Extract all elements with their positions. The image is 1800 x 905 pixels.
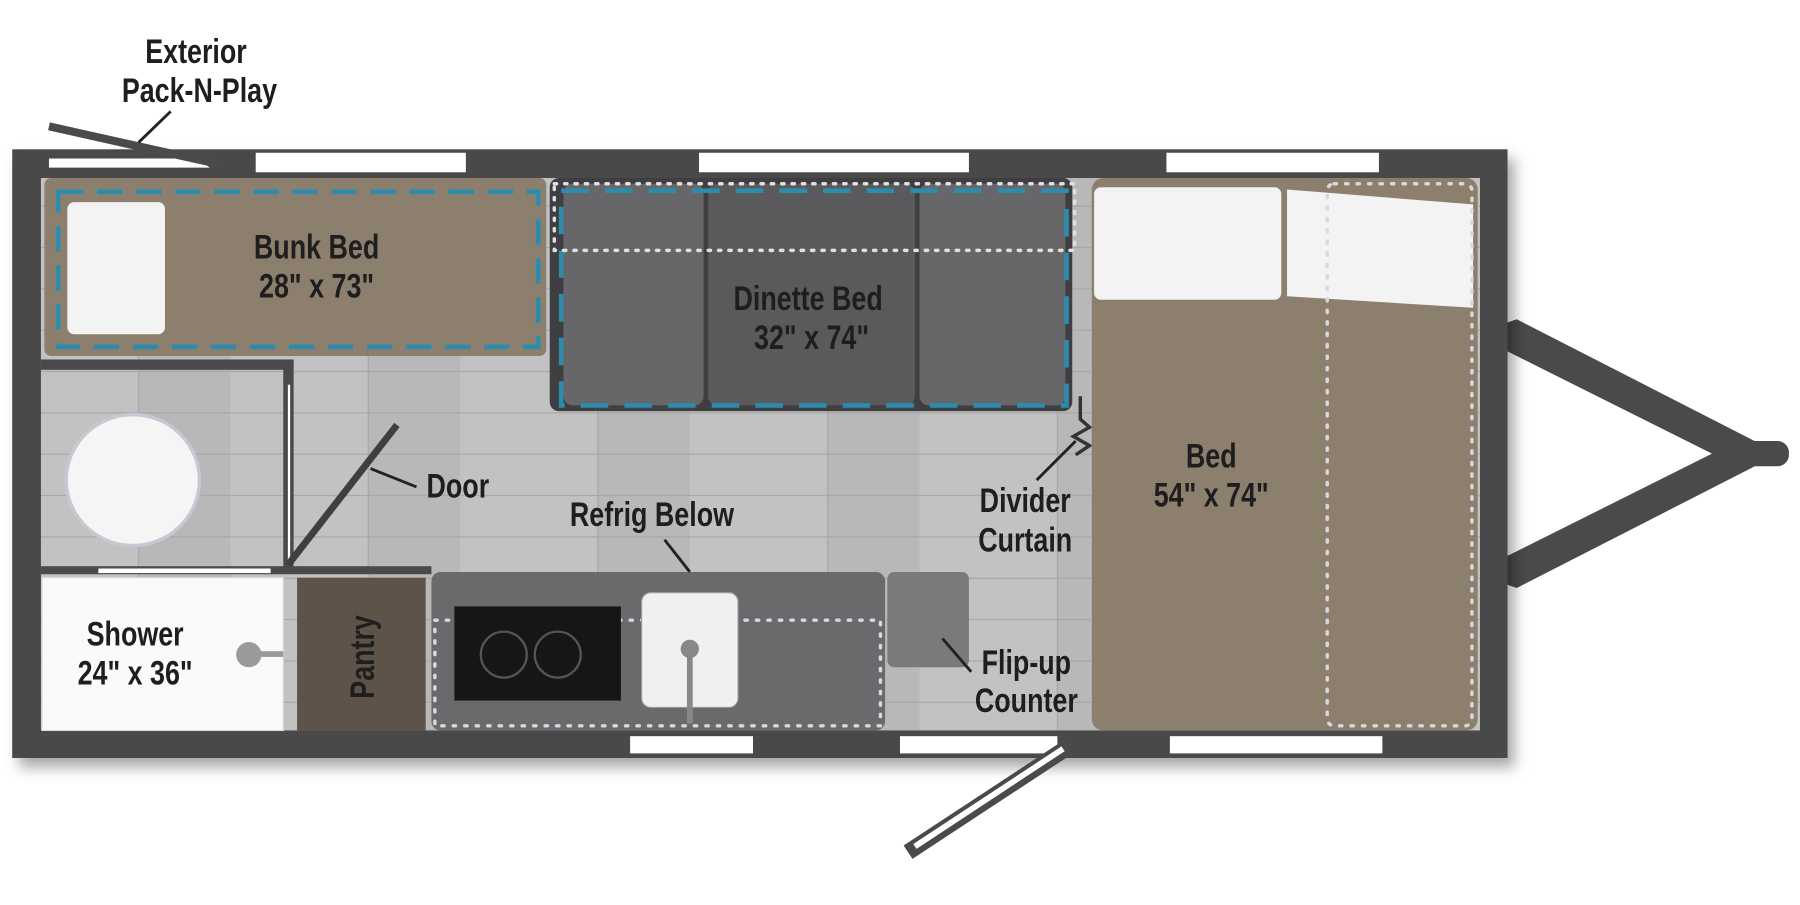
label-counter: Counter bbox=[975, 681, 1078, 720]
exterior-hatch bbox=[48, 122, 220, 169]
label-dinette-bed: Dinette Bed bbox=[734, 279, 883, 318]
galley-counter bbox=[431, 571, 886, 731]
pillow bbox=[67, 202, 165, 335]
sink-icon bbox=[641, 592, 739, 724]
toilet-icon bbox=[64, 412, 202, 548]
bunk-bed bbox=[44, 178, 547, 357]
label-curtain: Curtain bbox=[978, 520, 1072, 559]
label-shower-size: 24" x 36" bbox=[78, 653, 193, 692]
label-shower: Shower bbox=[87, 614, 184, 653]
cooktop-icon bbox=[454, 606, 621, 701]
queen-bed bbox=[1091, 178, 1478, 731]
label-exterior: Exterior bbox=[145, 32, 246, 71]
dinette bbox=[549, 178, 1077, 412]
pantry bbox=[297, 577, 426, 731]
label-bed: Bed bbox=[1186, 436, 1237, 475]
label-bed-size: 54" x 74" bbox=[1154, 475, 1269, 514]
label-door: Door bbox=[427, 466, 490, 505]
leader-lines bbox=[137, 110, 1077, 673]
label-bunk-bed: Bunk Bed bbox=[254, 227, 379, 266]
label-flip-up: Flip-up bbox=[982, 643, 1071, 682]
entry-door bbox=[903, 739, 1074, 859]
label-bunk-size: 28" x 73" bbox=[259, 266, 374, 305]
shower bbox=[41, 577, 284, 732]
label-pack-n-play: Pack-N-Play bbox=[122, 71, 277, 110]
bathroom-door bbox=[285, 422, 400, 568]
label-divider: Divider bbox=[980, 481, 1071, 520]
bathroom bbox=[40, 359, 432, 575]
pillow bbox=[1287, 189, 1474, 308]
windows bbox=[48, 152, 1383, 754]
divider-curtain-icon bbox=[1069, 396, 1093, 457]
label-dinette-size: 32" x 74" bbox=[754, 318, 869, 357]
pillow bbox=[1094, 187, 1282, 300]
hitch-tongue bbox=[1493, 319, 1789, 589]
label-refrig: Refrig Below bbox=[570, 495, 735, 534]
label-pantry: Pantry bbox=[343, 615, 382, 699]
